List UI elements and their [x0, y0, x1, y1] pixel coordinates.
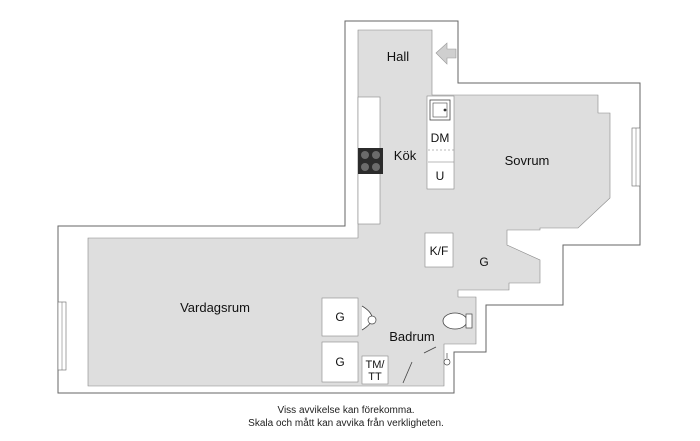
shower-line-2 [423, 346, 437, 354]
fixture-label-g-sovrum: G [479, 255, 488, 269]
room-label-hall: Hall [387, 49, 410, 64]
washer-dryer [361, 355, 389, 385]
room-label-kok: Kök [394, 148, 417, 163]
bathroom-sink-icon [361, 305, 377, 331]
shower-head-icon [443, 353, 451, 366]
disclaimer-line-1: Viss avvikelse kan förekomma. [277, 405, 415, 416]
bedroom-window [631, 127, 641, 187]
room-label-badrum: Badrum [389, 329, 435, 344]
floor-area [87, 29, 611, 387]
toilet-icon [442, 312, 473, 330]
fixture-label-dm: DM [431, 131, 450, 145]
fixture-label-g-upper: G [335, 310, 344, 324]
wardrobe-upper [321, 297, 359, 337]
entrance-arrow-icon [435, 42, 457, 65]
fridge-freezer [424, 232, 454, 268]
fixture-label-g-lower: G [335, 355, 344, 369]
disclaimer-line-2: Skala och mått kan avvika från verklighe… [248, 418, 444, 429]
room-label-sovrum: Sovrum [505, 153, 550, 168]
room-label-vardagsrum: Vardagsrum [180, 300, 250, 315]
fixture-label-u: U [436, 169, 445, 183]
fixture-label-tm: TM/ [366, 359, 386, 371]
living-window [57, 301, 67, 371]
shower-line-1 [402, 361, 413, 384]
stove-icon [358, 148, 383, 174]
fixture-label-kf: K/F [430, 244, 449, 258]
sink-icon [429, 99, 451, 121]
wardrobe-lower [321, 341, 359, 383]
fixture-label-tt: TT [368, 371, 382, 383]
